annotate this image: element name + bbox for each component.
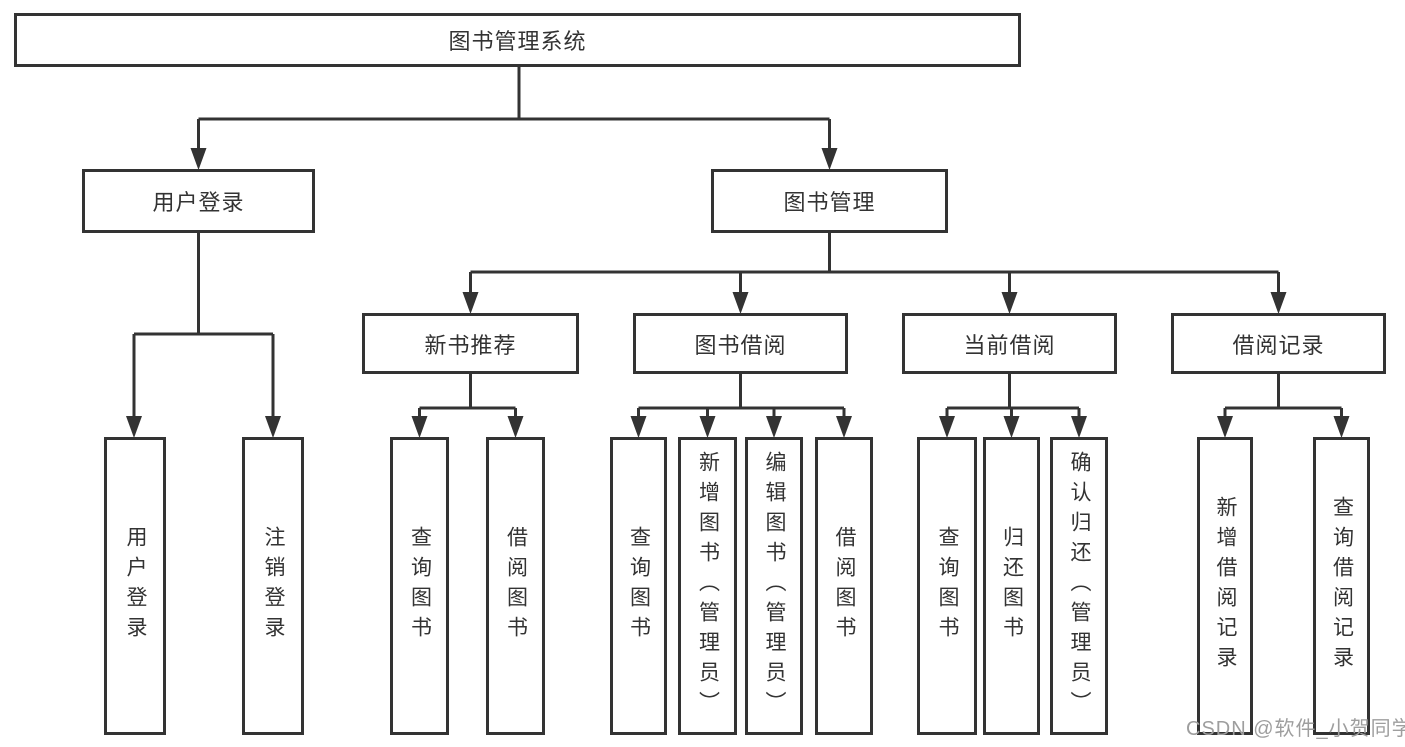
leaf-borrow-books-recommend: 借阅图书 bbox=[486, 437, 545, 735]
csdn-watermark: CSDN @软件_小贺同学 bbox=[1186, 718, 1405, 740]
leaf-add-borrow-record: 新增借阅记录 bbox=[1197, 437, 1253, 735]
node-user-login-module: 用户登录 bbox=[82, 169, 315, 233]
leaf-query-books-recommend: 查询图书 bbox=[390, 437, 449, 735]
node-root-library-system: 图书管理系统 bbox=[14, 13, 1021, 67]
leaf-query-books-current-label: 查询图书 bbox=[936, 526, 959, 646]
leaf-confirm-return-admin-label: 确认归还（管理员） bbox=[1068, 451, 1091, 721]
leaf-query-books-borrow-label: 查询图书 bbox=[627, 526, 651, 646]
node-book-management-module: 图书管理 bbox=[711, 169, 948, 233]
node-borrow-records: 借阅记录 bbox=[1171, 313, 1386, 374]
leaf-add-borrow-record-label: 新增借阅记录 bbox=[1214, 496, 1237, 676]
node-book-borrow: 图书借阅 bbox=[633, 313, 848, 374]
leaf-add-book-admin: 新增图书（管理员） bbox=[678, 437, 737, 735]
leaf-add-book-admin-label: 新增图书（管理员） bbox=[696, 451, 720, 721]
leaf-query-books-recommend-label: 查询图书 bbox=[408, 526, 432, 646]
leaf-borrow-books-label: 借阅图书 bbox=[833, 526, 856, 646]
leaf-user-login-label: 用户登录 bbox=[124, 526, 147, 646]
leaf-borrow-books: 借阅图书 bbox=[815, 437, 873, 735]
leaf-query-books-current: 查询图书 bbox=[917, 437, 977, 735]
leaf-query-borrow-record: 查询借阅记录 bbox=[1313, 437, 1370, 735]
leaf-edit-book-admin-label: 编辑图书（管理员） bbox=[763, 451, 786, 721]
node-new-book-recommend: 新书推荐 bbox=[362, 313, 579, 374]
leaf-user-login: 用户登录 bbox=[104, 437, 166, 735]
leaf-confirm-return-admin: 确认归还（管理员） bbox=[1050, 437, 1108, 735]
leaf-query-borrow-record-label: 查询借阅记录 bbox=[1330, 496, 1354, 676]
node-current-borrow: 当前借阅 bbox=[902, 313, 1117, 374]
leaf-logout: 注销登录 bbox=[242, 437, 304, 735]
leaf-return-book: 归还图书 bbox=[983, 437, 1040, 735]
leaf-query-books-borrow: 查询图书 bbox=[610, 437, 667, 735]
leaf-return-book-label: 归还图书 bbox=[1000, 526, 1024, 646]
leaf-borrow-books-recommend-label: 借阅图书 bbox=[504, 526, 528, 646]
leaf-logout-label: 注销登录 bbox=[262, 526, 285, 646]
leaf-edit-book-admin: 编辑图书（管理员） bbox=[745, 437, 803, 735]
